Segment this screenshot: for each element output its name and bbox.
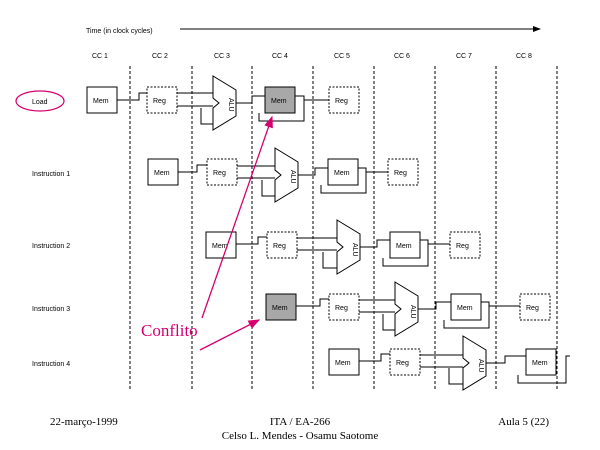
footer-lecture: Aula 5 (22) (498, 416, 549, 428)
mem-label: Mem (212, 243, 228, 250)
mem-label: Mem (93, 98, 109, 105)
conflict-label: Conflito (141, 321, 198, 340)
pipeline-row-instruction-4: Mem Reg ALU Mem (328, 335, 570, 391)
footer: 22-março-1999 ITA / EA-266 Celso L. Mend… (50, 416, 549, 442)
cycle-headers: CC 1 CC 2 CC 3 CC 4 CC 5 CC 6 CC 7 CC 8 (92, 53, 532, 60)
mem-label: Mem (396, 243, 412, 250)
conflict-arrow-load (201, 115, 273, 319)
load-highlight-circle (15, 90, 65, 112)
reg-stage (519, 293, 551, 321)
reg-label: Reg (335, 98, 348, 105)
mem-label: Mem (271, 98, 287, 105)
mem-label: Mem (457, 305, 473, 312)
reg-stage (266, 231, 298, 259)
row-label-instruction-4: Instruction 4 (32, 361, 70, 368)
reg-label: Reg (153, 98, 166, 105)
cycle-label: CC 2 (152, 53, 168, 60)
reg-label: Reg (456, 243, 469, 250)
conflict-arrow-instruction-3 (199, 319, 261, 351)
reg-stage (449, 231, 481, 259)
mem-stage (147, 158, 179, 186)
reg-label: Reg (394, 170, 407, 177)
reg-label: Reg (335, 305, 348, 312)
footer-date: 22-março-1999 (50, 416, 118, 428)
cycle-dividers (129, 66, 558, 390)
row-label-instruction-1: Instruction 1 (32, 171, 70, 178)
cycle-label: CC 8 (516, 53, 532, 60)
footer-course: ITA / EA-266 (270, 416, 331, 428)
cycle-label: CC 4 (272, 53, 288, 60)
mem-stage (328, 348, 360, 376)
mem-label: Mem (272, 305, 288, 312)
footer-authors: Celso L. Mendes - Osamu Saotome (222, 430, 379, 442)
time-axis: Time (in clock cycles) (86, 26, 541, 35)
row-label-load: Load (32, 99, 48, 106)
alu-label: ALU (227, 98, 234, 112)
reg-label: Reg (526, 305, 539, 312)
conflict-annotation: Conflito (141, 115, 273, 351)
reg-label: Reg (396, 360, 409, 367)
alu-label: ALU (351, 243, 358, 257)
alu-stage (462, 335, 487, 391)
pipeline-row-instruction-2: Mem Reg ALU Mem Reg (205, 219, 481, 275)
alu-stage (336, 219, 361, 275)
mem-stage-conflict (265, 293, 297, 321)
pipeline-row-instruction-1: Mem Reg ALU Mem Reg (147, 147, 419, 203)
instruction-labels: Load Instruction 1 Instruction 2 Instruc… (15, 90, 70, 368)
row-label-instruction-3: Instruction 3 (32, 306, 70, 313)
mem-stage (450, 293, 482, 321)
reg-stage (206, 158, 238, 186)
row-label-instruction-2: Instruction 2 (32, 243, 70, 250)
mem-stage (327, 158, 359, 186)
cycle-label: CC 3 (214, 53, 230, 60)
cycle-label: CC 1 (92, 53, 108, 60)
alu-label: ALU (289, 170, 296, 184)
alu-label: ALU (409, 305, 416, 319)
reg-stage (328, 86, 360, 114)
mem-label: Mem (532, 360, 548, 367)
mem-label: Mem (335, 360, 351, 367)
mem-stage (525, 348, 557, 376)
alu-stage (394, 281, 419, 337)
pipeline-row-load: Mem Reg ALU Mem Reg (86, 75, 360, 131)
mem-stage-conflict (264, 86, 296, 114)
reg-label: Reg (213, 170, 226, 177)
reg-stage (387, 158, 419, 186)
cycle-label: CC 5 (334, 53, 350, 60)
reg-label: Reg (273, 243, 286, 250)
time-axis-label: Time (in clock cycles) (86, 28, 153, 35)
reg-stage (146, 86, 178, 114)
mem-label: Mem (154, 170, 170, 177)
reg-stage (328, 293, 360, 321)
mem-stage (389, 231, 421, 259)
alu-label: ALU (477, 359, 484, 373)
reg-stage (389, 348, 421, 376)
cycle-label: CC 7 (456, 53, 472, 60)
alu-stage (212, 75, 237, 131)
mem-label: Mem (334, 170, 350, 177)
pipeline-row-instruction-3: Mem Reg ALU Mem Reg (265, 281, 551, 337)
cycle-label: CC 6 (394, 53, 410, 60)
alu-stage (274, 147, 299, 203)
